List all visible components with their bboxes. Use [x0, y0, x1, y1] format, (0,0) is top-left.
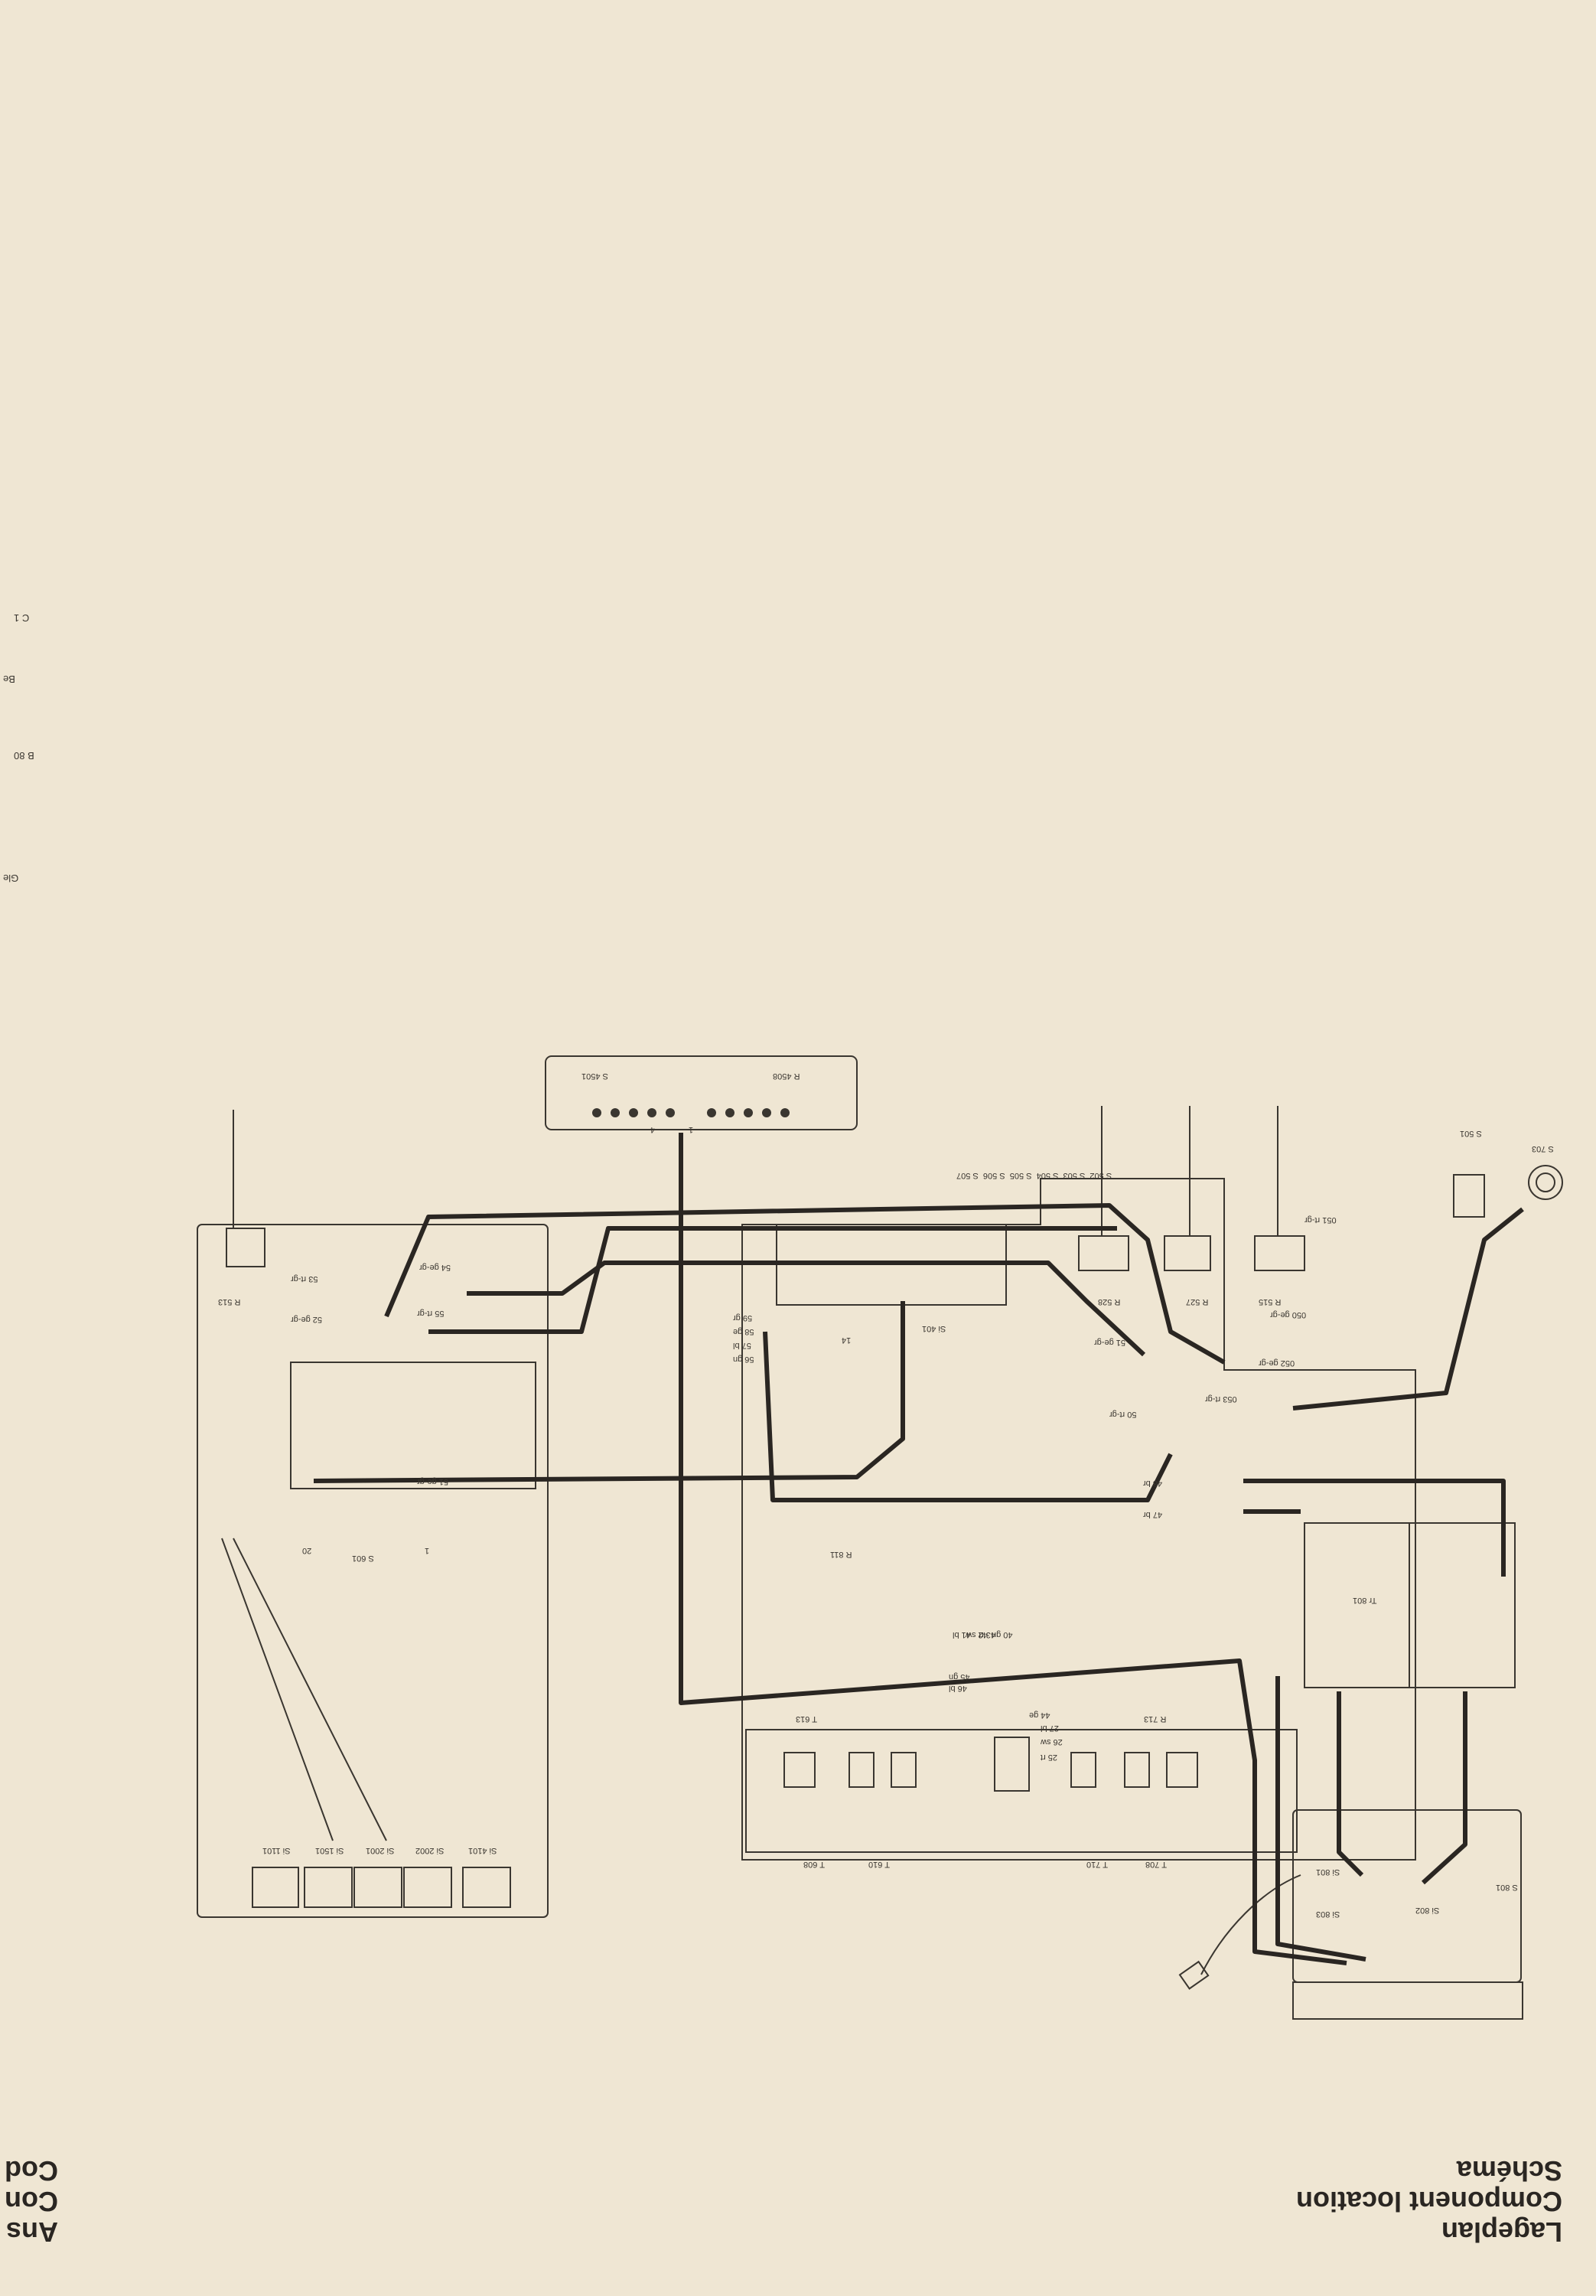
pin-number: 20 [302, 1546, 312, 1555]
label-t613: T 613 [796, 1714, 817, 1724]
wire-tag: 053 rt-gr [1205, 1394, 1237, 1404]
label-si2001: Si 2001 [366, 1846, 395, 1855]
wire-tag: 44 ge [1029, 1711, 1050, 1720]
switch-s501 [1453, 1174, 1485, 1218]
label-r528: R 528 [1098, 1297, 1121, 1306]
edge-title-line: Cod [5, 2155, 58, 2187]
label-r4508: R 4508 [773, 1071, 800, 1081]
pin-number: 1 [689, 1125, 694, 1134]
left-switch-block [290, 1362, 536, 1489]
control-board-outline [197, 1224, 549, 1918]
label-s4501: S 4501 [581, 1071, 608, 1081]
pin-number: 14 [842, 1336, 852, 1345]
wire-tag: 48 br [1143, 1479, 1163, 1488]
title-line-de: Lageplan [1441, 2216, 1562, 2248]
label-si1101: Si 1101 [262, 1846, 291, 1855]
wire-tag: 53 rt-gr [291, 1274, 318, 1283]
wire-tag: 47 br [1143, 1510, 1163, 1519]
output-board [745, 1729, 1298, 1853]
pot-r515 [1254, 1235, 1305, 1271]
label-r515: R 515 [1259, 1297, 1282, 1306]
pot-r528 [1078, 1235, 1129, 1271]
wire-tag: 50 rt-gr [1109, 1410, 1137, 1419]
pin-number: 4 [650, 1125, 656, 1134]
wire-tag: 050 ge-gr [1270, 1310, 1307, 1319]
label-si801: Si 801 [1316, 1867, 1340, 1877]
wire-tag: 25 rt [1041, 1753, 1058, 1762]
edge-label: B 80 [14, 750, 34, 762]
pot-r527 [1164, 1235, 1211, 1271]
label-t708: T 708 [1145, 1860, 1167, 1869]
power-base [1292, 1981, 1523, 2020]
wire-tag: 54 ge-gr [419, 1263, 451, 1272]
label-si401: Si 401 [922, 1324, 946, 1333]
wire-tag: 051 rt-gr [1304, 1215, 1337, 1225]
wire-tag: 57 bl [733, 1341, 751, 1350]
label-s501: S 501 [1460, 1129, 1482, 1138]
label-si802: Si 802 [1415, 1906, 1440, 1915]
wire-tag: 59 gr [733, 1313, 753, 1322]
label-r527: R 527 [1186, 1297, 1209, 1306]
title-line-en: Component location [1296, 2186, 1562, 2217]
label-r513: R 513 [218, 1297, 241, 1306]
pin-number: 1 [425, 1546, 430, 1555]
edge-title-line: Con [5, 2186, 58, 2217]
power-supply-area [1292, 1809, 1522, 1983]
wire-tag: 46 bl [949, 1684, 967, 1693]
label-r713: R 713 [1144, 1714, 1167, 1724]
label-s601: S 601 [352, 1554, 374, 1563]
wire-tag: 51 ge-gr [1094, 1338, 1125, 1347]
wire-tag: 052 ge-gr [1259, 1358, 1295, 1368]
edge-title-line: Ans [5, 2216, 58, 2247]
label-si2002: Si 2002 [415, 1846, 445, 1855]
wire-tag: 58 ge [733, 1327, 754, 1336]
label-s801: S 801 [1496, 1883, 1518, 1892]
label-si4101: Si 4101 [468, 1846, 497, 1855]
wire-tag: 56 gn [733, 1355, 754, 1364]
wire-tag: 52 ge-gr [291, 1315, 322, 1324]
wire-tag: 26 sw [1041, 1737, 1063, 1746]
main-board-outline [741, 1178, 1416, 1861]
label-t608: T 608 [803, 1860, 825, 1869]
edge-label: Gle [3, 872, 19, 884]
wire-tag: 51 ge-gr [417, 1477, 448, 1486]
edge-label: C 1 [14, 612, 30, 624]
label-si803: Si 803 [1316, 1910, 1340, 1919]
title-block: Lageplan Component location Schéma [1296, 2155, 1562, 2248]
label-t610: T 610 [868, 1860, 890, 1869]
label-si1501: Si 1501 [315, 1846, 344, 1855]
connector-module [545, 1055, 858, 1130]
label-switch-bank: S 502 S 503 S 504 S 505 S 506 S 507 [956, 1171, 1112, 1180]
wire-tag: 27 bl [1041, 1724, 1059, 1733]
edge-label: Be [3, 673, 15, 685]
edge-title-block: Ans Con Cod [5, 2155, 58, 2247]
label-s703: S 703 [1532, 1144, 1554, 1153]
wire-tag: 55 rt-gr [417, 1309, 445, 1318]
label-tr801: Tr 801 [1353, 1596, 1377, 1605]
pot-r513 [226, 1228, 265, 1267]
wire-tag: 45 gn [949, 1672, 970, 1681]
label-t710: T 710 [1086, 1860, 1108, 1869]
wire-tag: 40 gn [992, 1630, 1013, 1639]
label-r811: R 811 [830, 1550, 852, 1559]
title-line-fr: Schéma [1456, 2155, 1562, 2187]
